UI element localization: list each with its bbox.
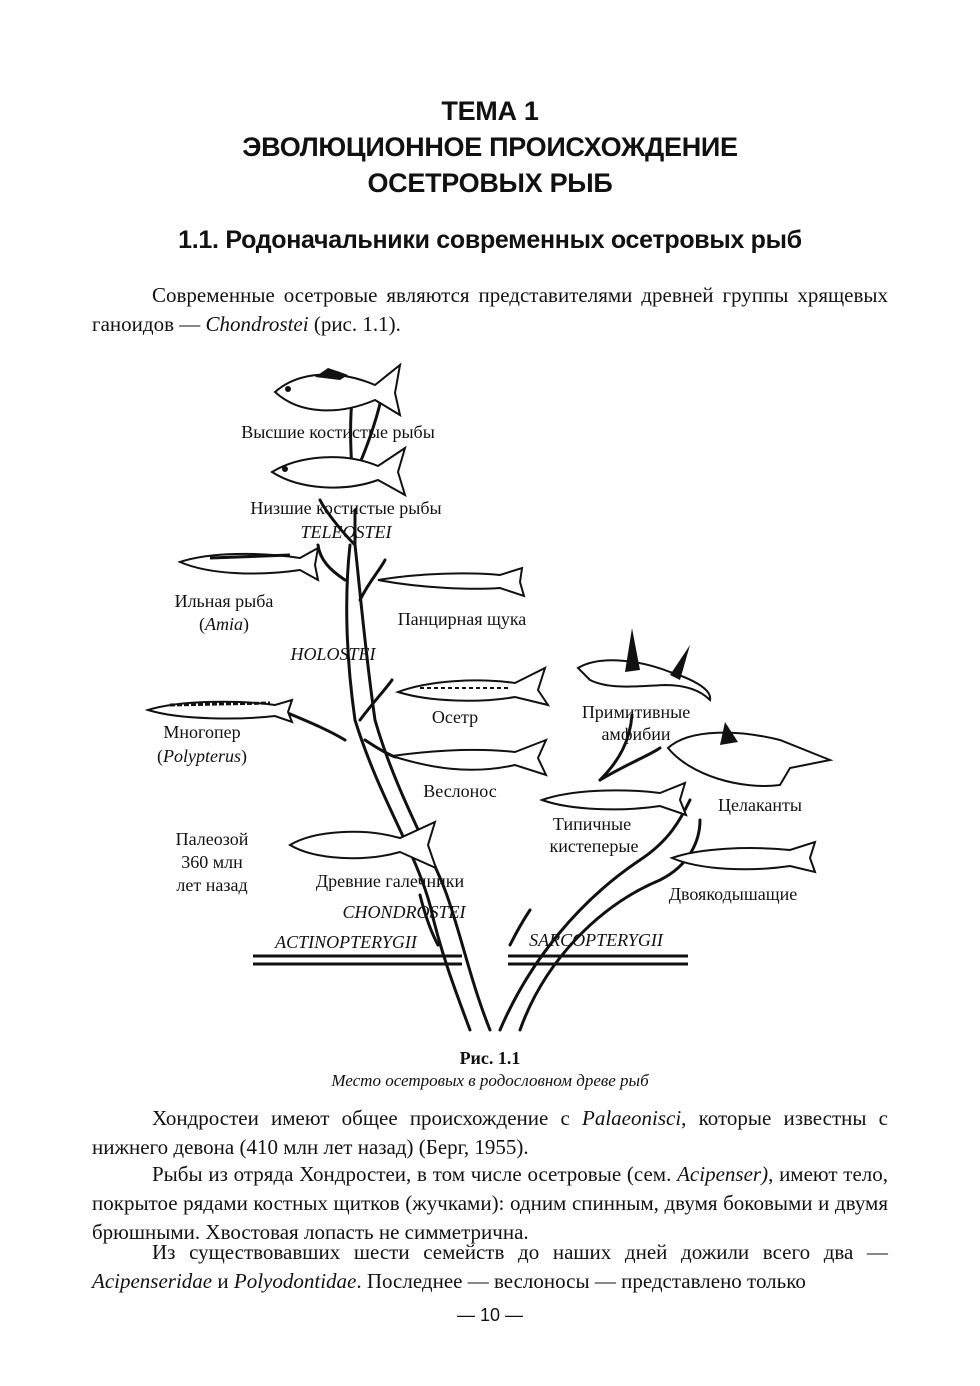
fish-higher-teleost-icon xyxy=(273,362,402,418)
label-higher-teleosts: Высшие костистые рыбы xyxy=(241,422,435,442)
primitive-amphibian-icon xyxy=(576,628,712,703)
label-primitive-amphibians-2: амфибии xyxy=(601,724,670,744)
fish-crossopterygian-icon xyxy=(539,781,688,817)
chapter-title-line1: ЭВОЛЮЦИОННОЕ ПРОИСХОЖДЕНИЕ xyxy=(242,132,738,162)
label-paleozoic-2: 360 млн xyxy=(181,852,243,872)
label-lungfish: Двоякодышащие xyxy=(669,884,798,904)
label-typical-crossopterygians-1: Типичные xyxy=(553,814,631,834)
page-number: — 10 — xyxy=(456,1305,524,1325)
label-actinopterygii: ACTINOPTERYGII xyxy=(274,932,418,952)
fish-sturgeon-icon xyxy=(394,666,551,707)
chapter-label: ТЕМА 1 xyxy=(441,96,539,126)
label-primitive-amphibians-1: Примитивные xyxy=(582,702,690,722)
label-bichir-latin: (Polypterus) xyxy=(157,746,247,767)
label-paleozoic-1: Палеозой xyxy=(176,829,249,849)
fish-palaeonisci-icon xyxy=(288,820,438,870)
label-teleostei: TELEOSTEI xyxy=(300,522,392,542)
section-title: 1.1. Родоначальники современных осетровы… xyxy=(178,226,802,254)
label-bichir: Многопер xyxy=(163,722,240,742)
fish-lungfish-icon xyxy=(669,840,817,874)
fish-paddlefish-icon xyxy=(391,738,548,777)
label-paddlefish: Веслонос xyxy=(423,781,497,801)
chapter-title-line2: ОСЕТРОВЫХ РЫБ xyxy=(367,168,613,198)
label-holostei: HOLOSTEI xyxy=(289,644,376,664)
label-amia-latin: (Amia) xyxy=(199,614,249,635)
label-chondrostei: CHONDROSTEI xyxy=(342,902,466,922)
label-sturgeon: Осетр xyxy=(432,707,478,727)
fish-amia-icon xyxy=(177,546,320,582)
label-paleozoic-3: лет назад xyxy=(176,875,247,895)
label-ancient-palaeonisci: Древние галечники xyxy=(316,871,465,891)
figure-caption-number: Рис. 1.1 xyxy=(459,1048,521,1068)
fish-bichir-icon xyxy=(144,698,294,724)
paragraph-palaeonisci: Хондростеи имеют общее происхождение с P… xyxy=(92,1106,888,1159)
fish-lower-teleost-icon xyxy=(270,445,407,498)
paragraph-chondrostei-body: Рыбы из отряда Хондростеи, в том числе о… xyxy=(92,1162,888,1244)
phylogeny-figure: Высшие костистые рыбы Низшие костистые р… xyxy=(144,362,834,1032)
tree-branches xyxy=(268,378,702,1032)
fish-gar-icon xyxy=(377,566,526,598)
figure-caption-text: Место осетровых в родословном древе рыб xyxy=(331,1071,649,1090)
label-typical-crossopterygians-2: кистеперые xyxy=(550,836,639,856)
label-gar: Панцирная щука xyxy=(398,609,527,629)
label-sarcopterygii: SARCOPTERYGII xyxy=(529,930,664,950)
fish-coelacanth-icon xyxy=(666,722,834,787)
paragraph-families: Из существовавших шести семейств до наши… xyxy=(92,1240,888,1293)
label-lower-teleosts: Низшие костистые рыбы xyxy=(250,498,441,518)
intro-paragraph: Современные осетровые являются представи… xyxy=(92,283,888,336)
base-lines xyxy=(253,954,688,966)
label-amia: Ильная рыба xyxy=(175,591,274,611)
label-coelacanths: Целаканты xyxy=(718,795,802,815)
